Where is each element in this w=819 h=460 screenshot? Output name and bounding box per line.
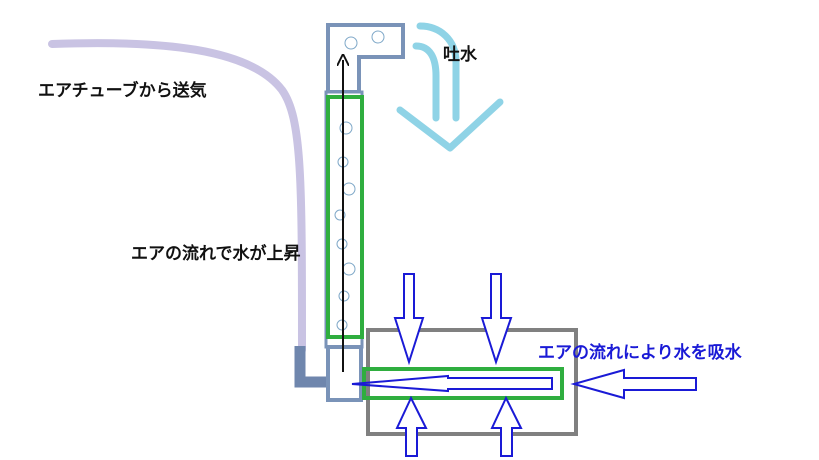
intake-green-frame (362, 367, 564, 400)
down-arrow (480, 273, 513, 366)
inflow-arrows-top (393, 273, 513, 366)
air-tube (48, 39, 306, 354)
label-water-intake: エアの流れにより水を吸水 (538, 343, 742, 363)
horizontal-flow-arrow (351, 374, 553, 393)
pipe-elbow (326, 23, 405, 94)
riser-green-frame (326, 95, 364, 339)
down-arrow (393, 273, 425, 366)
up-arrow (490, 395, 523, 457)
tube-connector (294, 346, 326, 388)
label-water-rise: エアの流れで水が上昇 (131, 244, 301, 264)
left-arrow (570, 368, 697, 400)
up-arrow (395, 395, 428, 457)
label-air-supply: エアチューブから送気 (38, 81, 207, 101)
inflow-arrows-bottom (395, 395, 523, 457)
label-water-spout: 吐水 (443, 45, 477, 65)
pipe-base (326, 345, 363, 402)
spout-water (396, 22, 504, 152)
